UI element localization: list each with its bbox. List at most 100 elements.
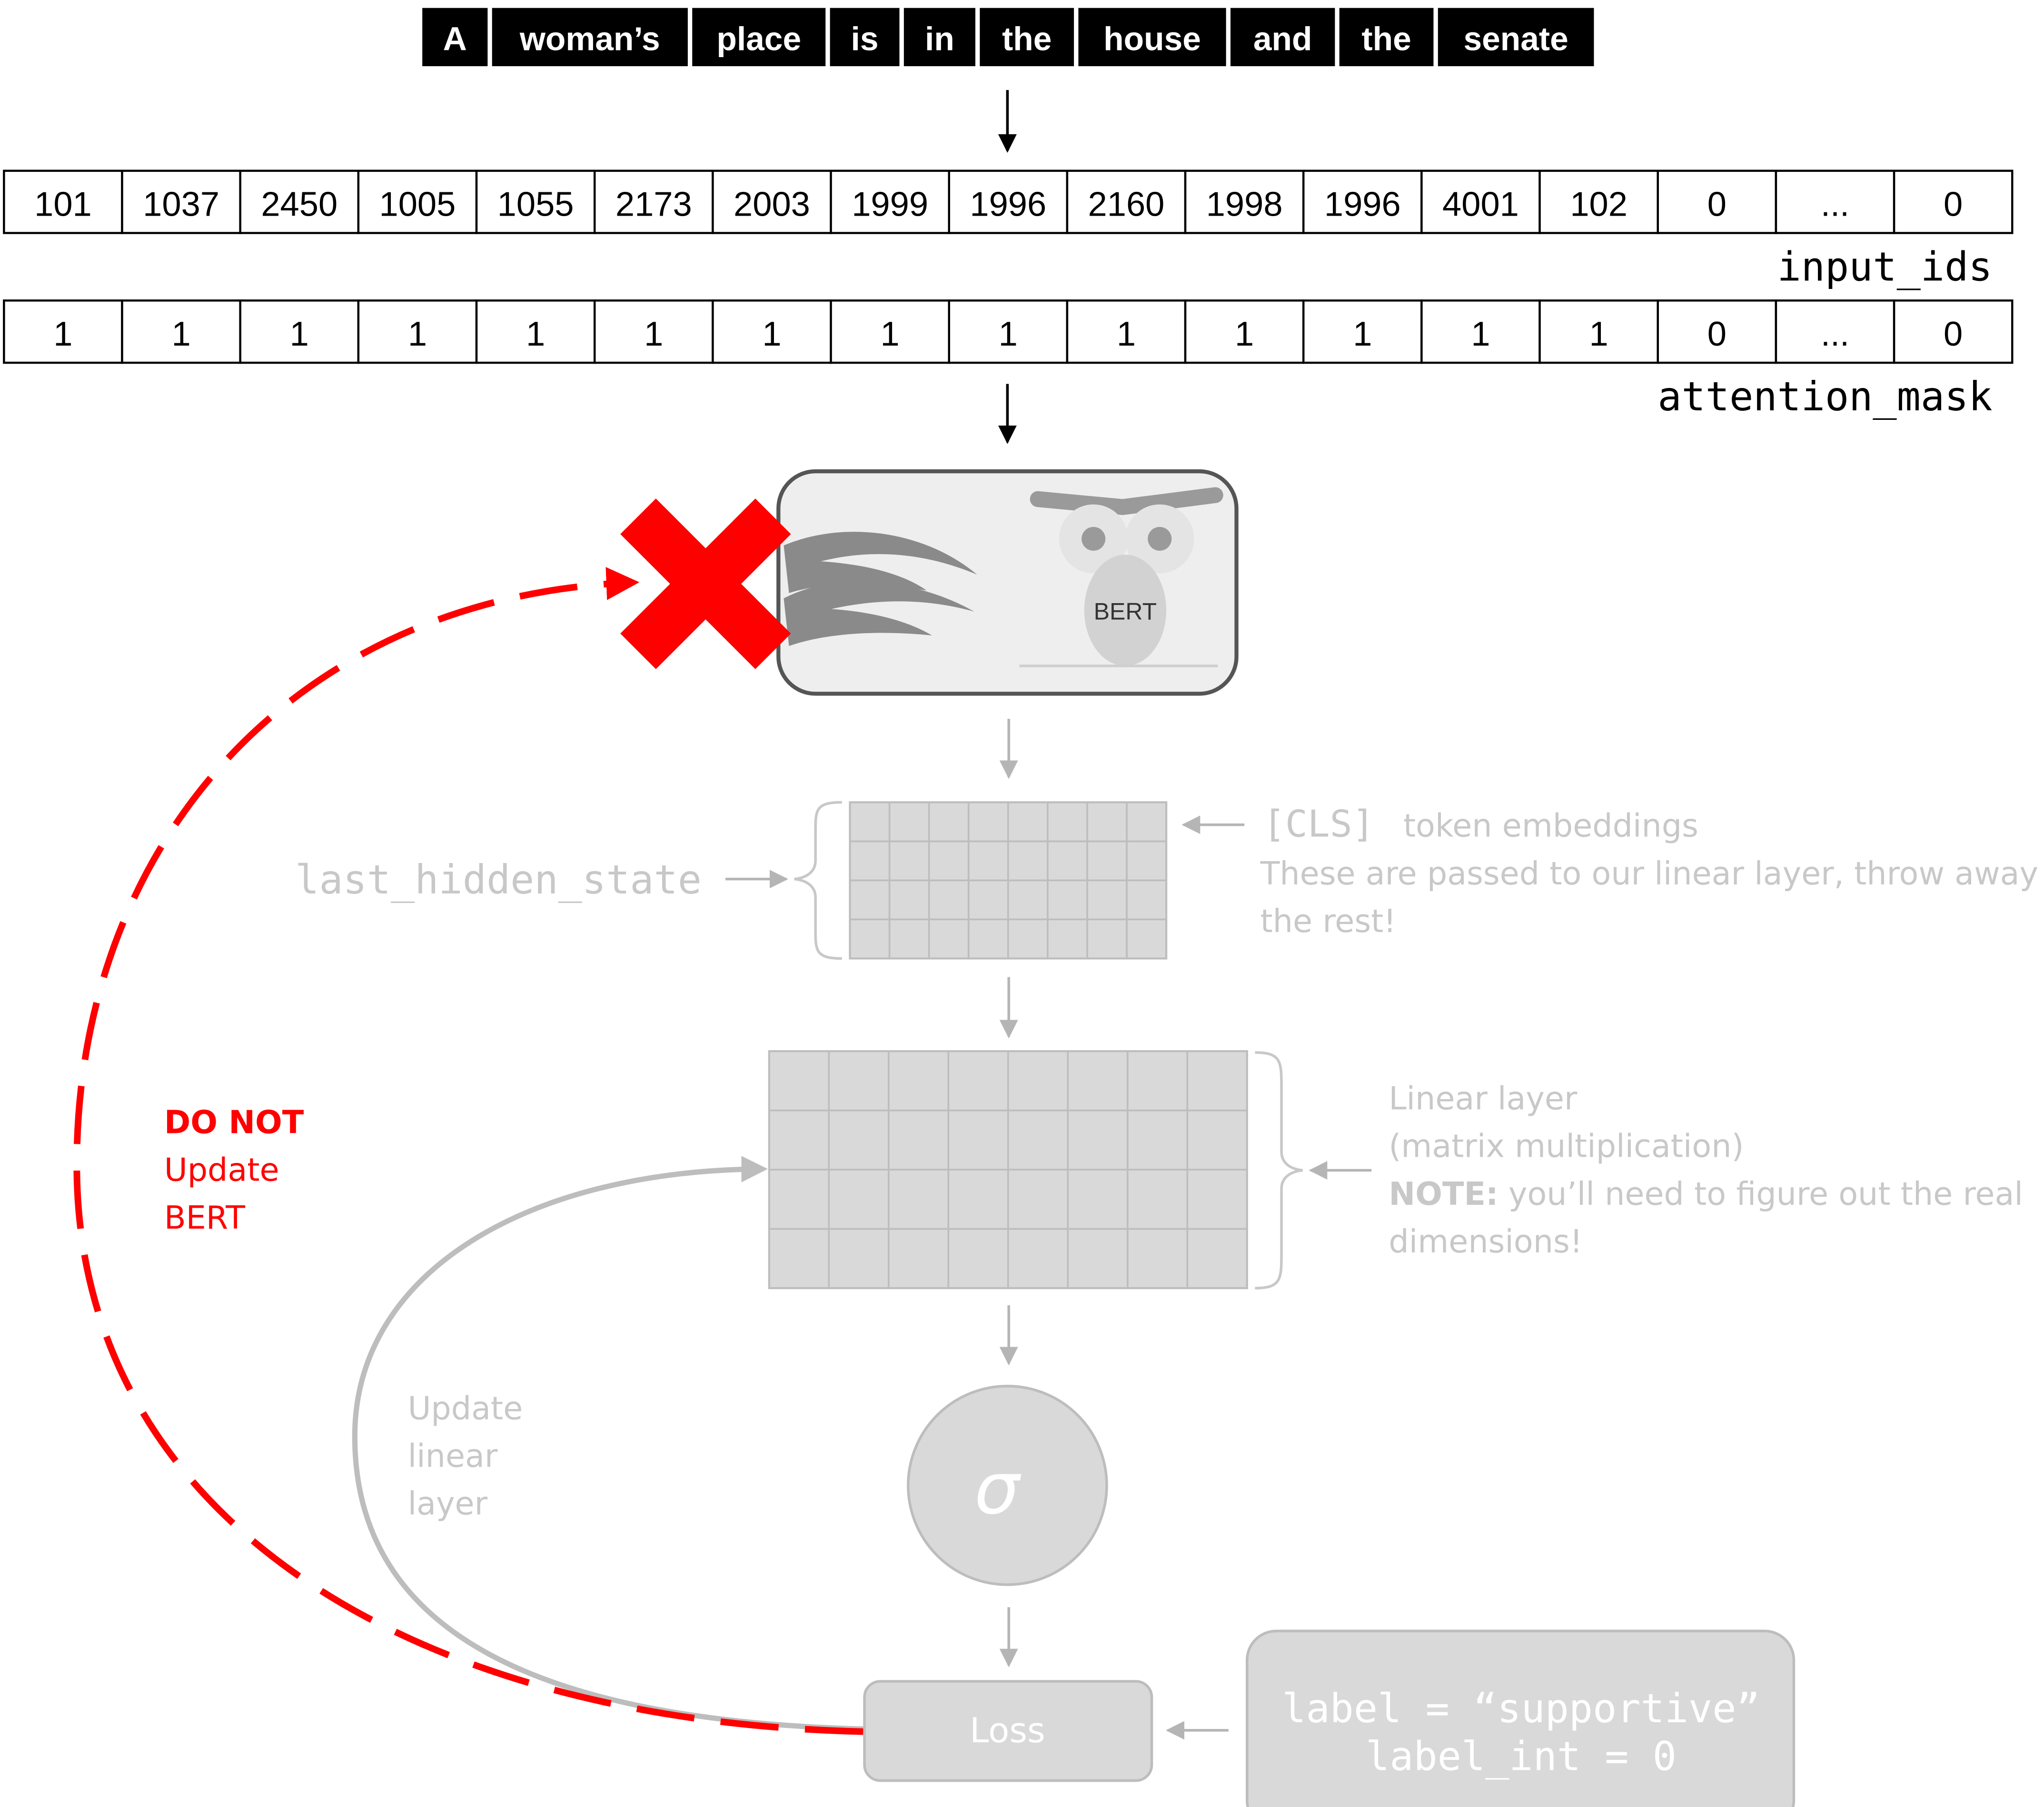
- do-not-bert-label: BERT: [164, 1199, 245, 1236]
- label-line1: label = “supportive”: [1282, 1686, 1760, 1732]
- cls-note-line1: These are passed to our linear layer, th…: [1260, 855, 2038, 892]
- row-cell-value: 1: [881, 315, 900, 353]
- do-not-update-bert-arc: [73, 567, 863, 1735]
- label-box: [1246, 1629, 1796, 1807]
- row-cell: [712, 299, 832, 364]
- row-cell-value: 1: [1353, 315, 1372, 353]
- row-cell-value: 1: [53, 315, 72, 353]
- row-cell-value: 1: [1117, 315, 1136, 353]
- row-cell-value: 102: [1570, 185, 1627, 223]
- input-ids-label: input_ids: [1777, 244, 1993, 290]
- bert-model-box: BERT: [776, 469, 1239, 696]
- token-box: [903, 8, 976, 67]
- row-cell: [1657, 169, 1777, 234]
- row-cell-value: 1055: [497, 185, 574, 223]
- row-cell-value: 0: [1944, 315, 1963, 353]
- row-cell-value: 4001: [1442, 185, 1519, 223]
- row-cell: [712, 169, 832, 234]
- row-cell: [121, 299, 241, 364]
- row-cell: [1538, 169, 1659, 234]
- bert-face-icon: [1019, 487, 1223, 667]
- last-hidden-state-label: last_hidden_state: [295, 857, 702, 903]
- row-cell: [1775, 299, 1895, 364]
- row-cell: [3, 169, 123, 234]
- flame-icon: [784, 532, 977, 646]
- row-cell-value: 2450: [261, 185, 337, 223]
- sigmoid-node: [907, 1385, 1108, 1586]
- row-cell-value: 2160: [1088, 185, 1165, 223]
- row-cell-value: 1: [1589, 315, 1608, 353]
- loss-label: Loss: [970, 1711, 1045, 1751]
- row-cell-value: 1: [290, 315, 309, 353]
- row-cell-value: 1: [999, 315, 1018, 353]
- row-cell-value: ...: [1821, 185, 1849, 223]
- row-cell: [239, 169, 360, 234]
- token-box: [422, 8, 488, 67]
- row-cell-value: 0: [1944, 185, 1963, 223]
- row-cell: [1893, 169, 2014, 234]
- token-text: in: [925, 20, 954, 58]
- row-cell-value: 0: [1707, 185, 1726, 223]
- token-box: [1078, 8, 1226, 67]
- row-cell: [1066, 169, 1187, 234]
- row-cell: [1893, 299, 2014, 364]
- linear-layer-line2: (matrix multiplication): [1389, 1128, 1744, 1165]
- row-cell: [948, 169, 1069, 234]
- row-cell: [1420, 299, 1541, 364]
- token-box: [830, 8, 900, 67]
- token-box: [1438, 8, 1594, 67]
- token-text: and: [1253, 20, 1312, 58]
- update-linear-arc: [352, 1156, 863, 1732]
- loss-box: [863, 1680, 1153, 1782]
- linear-layer-note-rest: you’ll need to figure out the real: [1498, 1175, 2023, 1212]
- cls-token-tag: [CLS]: [1263, 803, 1374, 846]
- sigmoid-symbol: σ: [974, 1448, 1022, 1530]
- token-box: [492, 8, 688, 67]
- row-cell: [3, 299, 123, 364]
- row-cell-value: 1996: [970, 185, 1046, 223]
- linear-layer-note: NOTE: you’ll need to figure out the real: [1389, 1175, 2023, 1212]
- row-cell-value: 1: [644, 315, 663, 353]
- token-box: [1230, 8, 1335, 67]
- cls-note-line2: the rest!: [1260, 903, 1396, 940]
- linear-layer-line1: Linear layer: [1389, 1080, 1578, 1117]
- row-cell-value: 1: [1235, 315, 1254, 353]
- token-text: woman’s: [519, 20, 660, 58]
- row-cell-value: 1996: [1324, 185, 1401, 223]
- row-cell-value: 1: [762, 315, 781, 353]
- row-cell: [357, 299, 478, 364]
- linear-layer-note-line2: dimensions!: [1389, 1223, 1582, 1260]
- row-cell-value: 1005: [379, 185, 456, 223]
- row-cell: [1302, 299, 1423, 364]
- token-box: [692, 8, 826, 67]
- row-cell-value: 1037: [143, 185, 219, 223]
- row-cell-value: 1998: [1206, 185, 1283, 223]
- update-linear-line1: Update: [408, 1390, 523, 1427]
- row-cell: [475, 169, 596, 234]
- row-cell: [1420, 169, 1541, 234]
- label-line2: label_int = 0: [1366, 1733, 1677, 1779]
- last-hidden-state-grid: [849, 801, 1168, 960]
- do-not-update-label: Update: [164, 1152, 279, 1189]
- update-linear-line3: layer: [408, 1485, 488, 1522]
- token-text: A: [443, 20, 467, 58]
- do-not-label: DO NOT: [164, 1104, 304, 1141]
- row-cell: [239, 299, 360, 364]
- row-cell-value: 1: [171, 315, 190, 353]
- token-box: [1339, 8, 1434, 67]
- row-cell: [1184, 299, 1305, 364]
- red-x-icon: [620, 498, 791, 669]
- row-cell-value: 0: [1707, 315, 1726, 353]
- row-cell: [475, 299, 596, 364]
- linear-layer-note-bold: NOTE:: [1389, 1175, 1498, 1212]
- row-cell-value: 1: [408, 315, 427, 353]
- linear-layer-grid: [768, 1050, 1248, 1290]
- row-cell-value: 2173: [615, 185, 692, 223]
- hidden-state-brace: [794, 801, 842, 960]
- cls-token-text: token embeddings: [1403, 807, 1698, 844]
